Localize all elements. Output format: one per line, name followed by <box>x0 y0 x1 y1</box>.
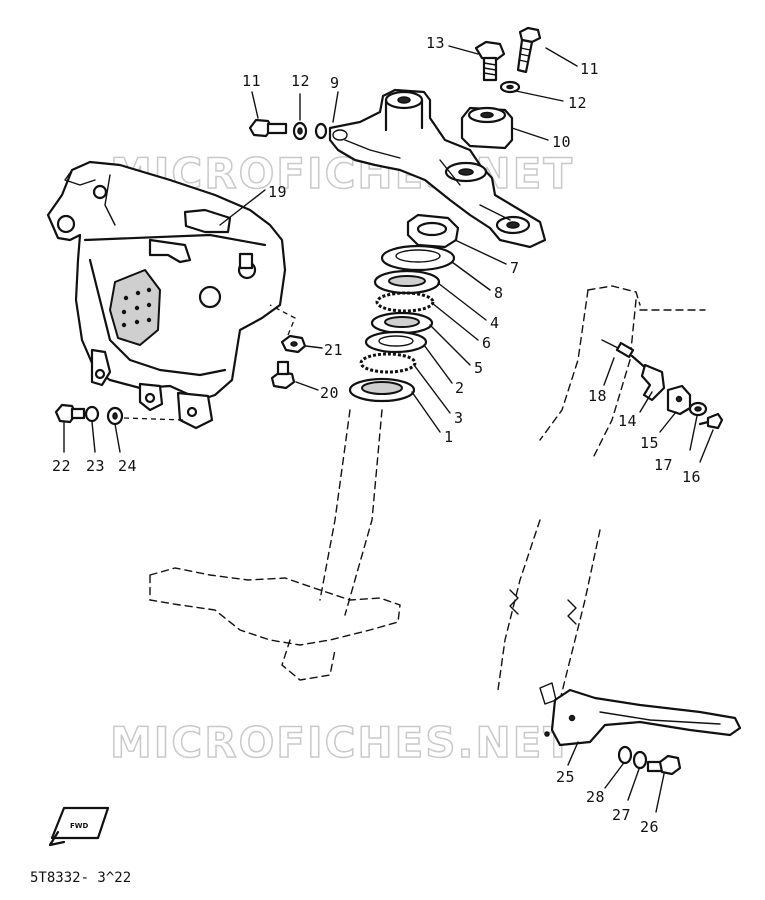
label-2: 2 <box>455 379 465 397</box>
label-13: 13 <box>426 34 445 52</box>
diagram-code: 5T8332- 3^22 <box>30 870 131 886</box>
forward-badge-text: FWD <box>70 822 89 830</box>
washer-17 <box>688 401 708 417</box>
clamp-15 <box>666 384 692 416</box>
clamp-14 <box>640 363 666 402</box>
label-26: 26 <box>640 818 659 836</box>
label-9: 9 <box>330 74 340 92</box>
assembly-line-21 <box>269 304 296 336</box>
collar-21 <box>280 334 307 354</box>
label-21: 21 <box>324 341 343 359</box>
label-1: 1 <box>444 428 454 446</box>
washer-9 <box>314 122 328 140</box>
cover-8 <box>380 244 456 272</box>
bolt-11-right <box>516 26 542 74</box>
label-12-right: 12 <box>568 94 587 112</box>
collar-28 <box>617 745 633 765</box>
label-18: 18 <box>588 387 607 405</box>
bolt-20 <box>270 360 296 390</box>
label-11-right: 11 <box>580 60 599 78</box>
label-20: 20 <box>320 384 339 402</box>
forward-direction-badge: FWD <box>48 806 110 847</box>
screw-16 <box>698 412 724 430</box>
seal-1 <box>348 377 416 403</box>
label-28: 28 <box>586 788 605 806</box>
label-24: 24 <box>118 457 137 475</box>
bracket-25 <box>539 682 742 747</box>
label-27: 27 <box>612 806 631 824</box>
label-12-left: 12 <box>291 72 310 90</box>
bolt-13 <box>474 40 506 82</box>
race-4 <box>373 269 441 295</box>
label-16: 16 <box>682 468 701 486</box>
part-number-labels: 13 11 12 10 11 12 9 19 7 8 4 6 5 2 3 1 2… <box>52 34 701 836</box>
steering-stem-ghost <box>149 409 401 681</box>
washer-12-left-hole <box>297 127 303 135</box>
watermark-bottom: MICROFICHES.NET <box>110 718 574 767</box>
leader-lines <box>63 45 714 813</box>
label-6: 6 <box>482 334 492 352</box>
upper-bracket <box>328 88 547 249</box>
race-5 <box>370 311 434 335</box>
washer-24-hole <box>112 412 118 420</box>
balls-3 <box>359 352 417 374</box>
label-22: 22 <box>52 457 71 475</box>
headlight-bracket-19 <box>46 160 287 430</box>
label-8: 8 <box>494 284 504 302</box>
balls-6 <box>375 291 435 313</box>
bolt-11-left <box>248 118 288 138</box>
washer-23 <box>84 405 100 423</box>
ball-race-2 <box>364 330 428 354</box>
assembly-line-24 <box>123 417 186 421</box>
washer-12-right-hole <box>506 84 514 90</box>
label-19: 19 <box>268 183 287 201</box>
ring-nut-7 <box>406 213 460 249</box>
label-5: 5 <box>474 359 484 377</box>
label-10: 10 <box>552 133 571 151</box>
label-23: 23 <box>86 457 105 475</box>
label-15: 15 <box>640 434 659 452</box>
label-7: 7 <box>510 259 520 277</box>
label-17: 17 <box>654 456 673 474</box>
label-4: 4 <box>490 314 500 332</box>
label-3: 3 <box>454 409 464 427</box>
label-14: 14 <box>618 412 637 430</box>
bolt-22 <box>54 403 86 424</box>
bolt-26 <box>646 754 682 776</box>
washer-27 <box>632 750 648 770</box>
fork-tube-ghost <box>497 285 706 701</box>
handlebar-holder <box>460 106 514 150</box>
label-25: 25 <box>556 768 575 786</box>
label-11-left: 11 <box>242 72 261 90</box>
